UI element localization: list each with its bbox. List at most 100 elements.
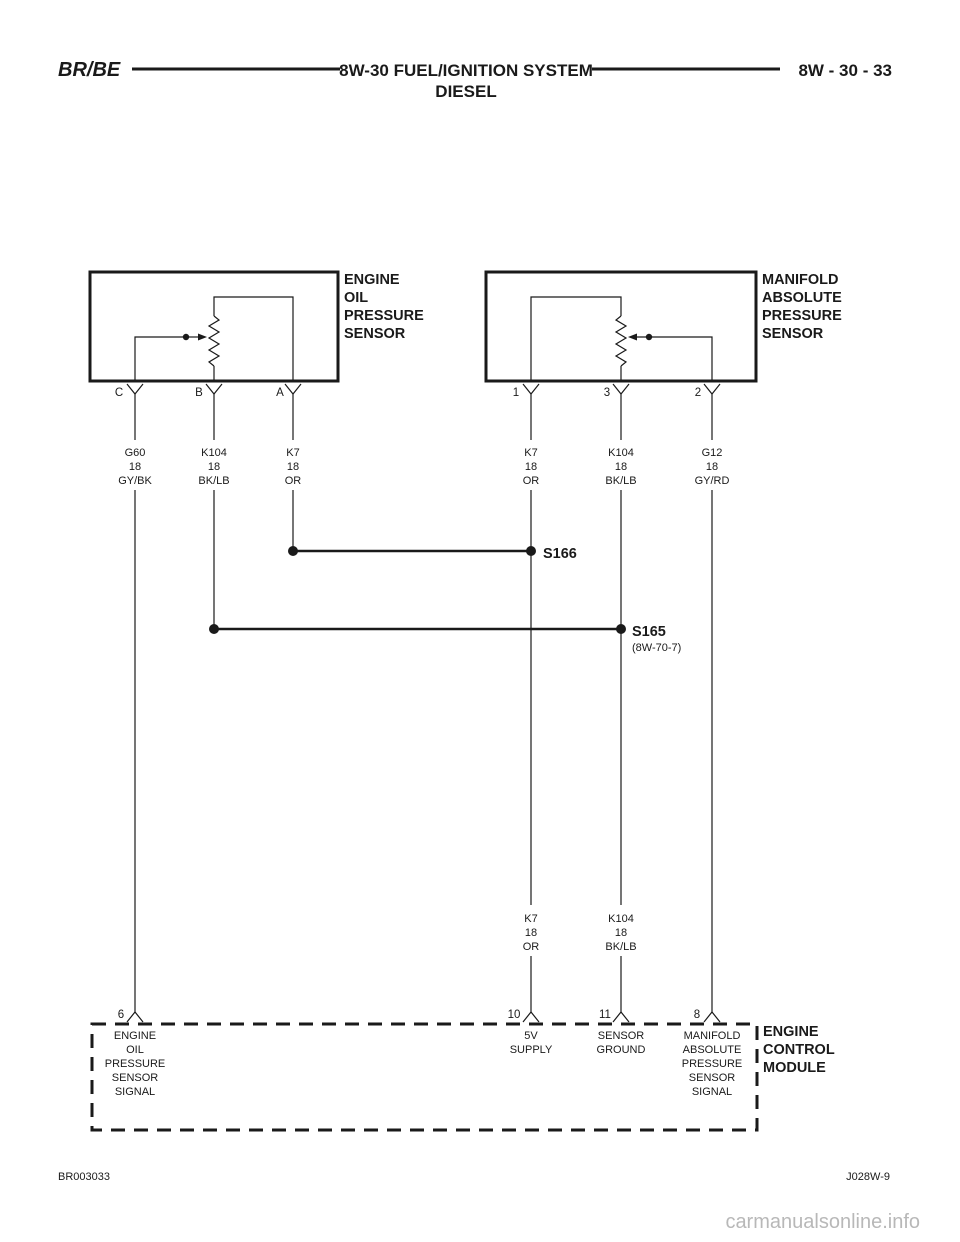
g12-gauge: 18 [706, 461, 718, 473]
k104-right-gauge: 18 [615, 461, 627, 473]
map-sensor-label-2: ABSOLUTE [762, 290, 842, 306]
s166-node-right [526, 546, 536, 556]
ecm-map-signal-4: SENSOR [689, 1072, 736, 1084]
ecm-connector-10 [522, 1011, 540, 1023]
wire-labels-bottom: K7 18 OR K104 18 BK/LB [523, 913, 637, 953]
g60-color: GY/BK [118, 475, 152, 487]
g12-circuit: G12 [702, 447, 723, 459]
k104-ecm-circuit: K104 [608, 913, 634, 925]
eop-wiper-arrow [198, 333, 207, 341]
wire-labels-top: G60 18 GY/BK K104 18 BK/LB K7 18 OR K7 1… [118, 447, 729, 487]
splice-s165-ref: (8W-70-7) [632, 642, 681, 654]
eop-sensor-label-2: OIL [344, 290, 368, 306]
map-pin-2: 2 [695, 387, 701, 399]
map-sensor-label-3: PRESSURE [762, 308, 842, 324]
eop-resistor [207, 315, 221, 367]
g12-color: GY/RD [695, 475, 730, 487]
ecm-connector-8 [703, 1011, 721, 1023]
g60-gauge: 18 [129, 461, 141, 473]
ecm-connectors: 6 10 11 8 [118, 1009, 721, 1023]
k104-left-gauge: 18 [208, 461, 220, 473]
map-pin-1: 1 [513, 387, 519, 399]
eop-internal-signal-line [134, 336, 186, 381]
footer-drawing-id: J028W-9 [846, 1171, 890, 1183]
ecm-label-3: MODULE [763, 1060, 826, 1076]
eop-internal-supply-line [213, 296, 294, 381]
map-connector-3 [612, 383, 630, 395]
k7-right-gauge: 18 [525, 461, 537, 473]
ecm-sensor-ground-2: GROUND [597, 1044, 646, 1056]
engine-control-module: ENGINE CONTROL MODULE ENGINE OIL PRESSUR… [90, 1022, 835, 1132]
ecm-sensor-ground-1: SENSOR [598, 1030, 645, 1042]
engine-oil-pressure-sensor: ENGINE OIL PRESSURE SENSOR C B A [88, 270, 424, 399]
k104-ecm-gauge: 18 [615, 927, 627, 939]
ecm-pin-10: 10 [508, 1009, 521, 1021]
ecm-box [90, 1022, 759, 1132]
map-sensor-label-1: MANIFOLD [762, 272, 839, 288]
splice-s166-label: S166 [543, 546, 577, 562]
k7-left-color: OR [285, 475, 302, 487]
eop-sensor-label-1: ENGINE [344, 272, 400, 288]
ecm-label-1: ENGINE [763, 1024, 819, 1040]
ecm-connector-6 [126, 1011, 144, 1023]
s165-node-left [209, 624, 219, 634]
ecm-5v-supply-2: SUPPLY [510, 1044, 553, 1056]
eop-pin-c: C [115, 387, 123, 399]
k7-right-color: OR [523, 475, 540, 487]
s165-node-right [616, 624, 626, 634]
footer-figure-id: BR003033 [58, 1171, 110, 1183]
k104-right-color: BK/LB [605, 475, 636, 487]
header-subtitle: DIESEL [435, 82, 496, 101]
k104-left-circuit: K104 [201, 447, 227, 459]
ecm-pin-11: 11 [599, 1009, 611, 1021]
k7-left-circuit: K7 [286, 447, 299, 459]
map-sensor-box [484, 270, 758, 383]
page-header: BR/BE 8W-30 FUEL/IGNITION SYSTEM 8W - 30… [58, 59, 892, 101]
ecm-label-2: CONTROL [763, 1042, 835, 1058]
map-connector-2 [703, 383, 721, 395]
k7-right-circuit: K7 [524, 447, 537, 459]
ecm-map-signal-2: ABSOLUTE [683, 1044, 742, 1056]
k104-left-color: BK/LB [198, 475, 229, 487]
manifold-absolute-pressure-sensor: MANIFOLD ABSOLUTE PRESSURE SENSOR 1 3 2 [484, 270, 842, 399]
header-page-number: 8W - 30 - 33 [798, 61, 892, 80]
k7-ecm-gauge: 18 [525, 927, 537, 939]
eop-pin-a: A [276, 387, 284, 399]
ecm-eop-signal-4: SENSOR [112, 1072, 159, 1084]
map-resistor [614, 315, 628, 367]
map-connector-1 [522, 383, 540, 395]
eop-sensor-label-3: PRESSURE [344, 308, 424, 324]
eop-sensor-label-4: SENSOR [344, 326, 406, 342]
ecm-eop-signal-2: OIL [126, 1044, 144, 1056]
splice-s165-label: S165 [632, 624, 666, 640]
ecm-connector-11 [612, 1011, 630, 1023]
ecm-map-signal-3: PRESSURE [682, 1058, 743, 1070]
map-internal-supply-line [530, 296, 622, 381]
ecm-map-signal-5: SIGNAL [692, 1086, 732, 1098]
map-internal-signal-line [636, 336, 713, 381]
g60-circuit: G60 [125, 447, 146, 459]
s166-node-left [288, 546, 298, 556]
watermark: carmanualsonline.info [725, 1211, 920, 1233]
ecm-map-signal-1: MANIFOLD [684, 1030, 741, 1042]
eop-connector-b [205, 383, 223, 395]
header-title: 8W-30 FUEL/IGNITION SYSTEM [339, 61, 593, 80]
map-pin-3: 3 [604, 387, 610, 399]
eop-connector-c [126, 383, 144, 395]
wires: S166 S165 (8W-70-7) [134, 394, 713, 1013]
k7-ecm-circuit: K7 [524, 913, 537, 925]
ecm-5v-supply-1: 5V [524, 1030, 538, 1042]
header-model: BR/BE [58, 59, 121, 81]
ecm-pin-6: 6 [118, 1009, 124, 1021]
map-wiper-arrow [628, 333, 637, 341]
map-wiper-dot [645, 333, 653, 341]
k7-ecm-color: OR [523, 941, 540, 953]
eop-pin-b: B [195, 387, 203, 399]
map-sensor-label-4: SENSOR [762, 326, 824, 342]
ecm-pin-8: 8 [694, 1009, 700, 1021]
ecm-eop-signal-1: ENGINE [114, 1030, 156, 1042]
ecm-eop-signal-5: SIGNAL [115, 1086, 155, 1098]
k104-ecm-color: BK/LB [605, 941, 636, 953]
ecm-eop-signal-3: PRESSURE [105, 1058, 166, 1070]
